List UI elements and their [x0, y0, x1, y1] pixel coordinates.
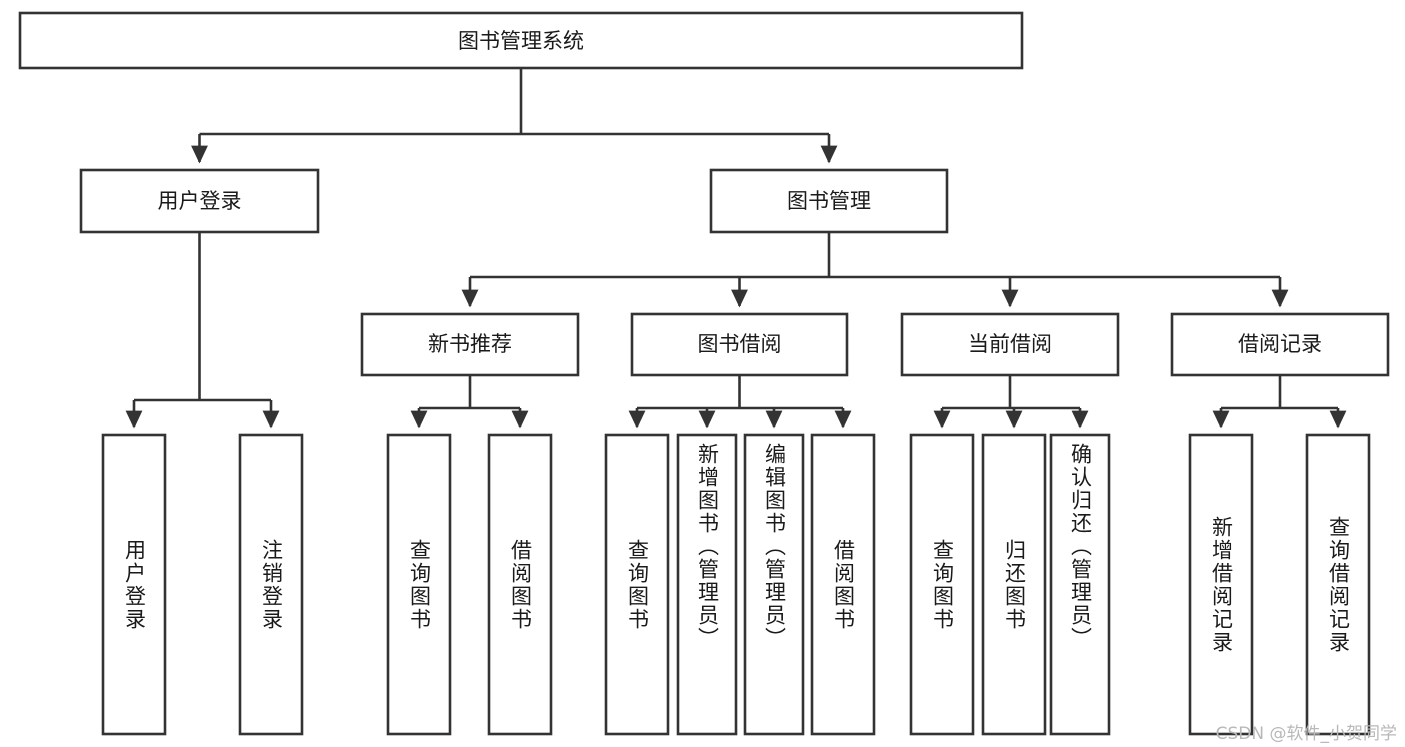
node-leaf-logout-login-box[interactable] — [238, 433, 304, 736]
leaf-box-group — [101, 433, 1371, 736]
node-leaf-add-book-admin-box[interactable] — [676, 433, 738, 736]
node-current-borrow-box[interactable] — [900, 312, 1120, 377]
node-leaf-add-borrow-record-box[interactable] — [1188, 433, 1254, 736]
node-borrow-record-box[interactable] — [1170, 312, 1390, 377]
node-root[interactable]: 图书管理系统 — [18, 11, 1024, 70]
node-leaf-borrow-book-recommend-box[interactable] — [487, 433, 553, 736]
csdn-watermark: CSDN @软件_小贺同学 — [1215, 724, 1397, 744]
node-book-manage-label: 图书管理 — [787, 189, 871, 213]
node-leaf-query-book-borrow-box[interactable] — [604, 433, 670, 736]
node-new-book-recommend-box[interactable] — [360, 312, 580, 377]
node-leaf-query-borrow-record-box[interactable] — [1305, 433, 1371, 736]
node-leaf-query-book-current-box[interactable] — [909, 433, 975, 736]
node-user-login[interactable]: 用户登录 — [79, 168, 320, 234]
node-borrow-record-label: 借阅记录 — [1238, 332, 1322, 356]
node-new-book-recommend[interactable]: 新书推荐 — [360, 312, 580, 377]
node-root-label: 图书管理系统 — [458, 29, 584, 53]
node-user-login-label: 用户登录 — [158, 189, 242, 213]
node-book-borrow-label: 图书借阅 — [698, 332, 782, 356]
node-root-box[interactable] — [18, 11, 1024, 70]
node-leaf-confirm-return-admin-box[interactable] — [1049, 433, 1111, 736]
node-leaf-borrow-book-box[interactable] — [810, 433, 876, 736]
node-leaf-user-login-box[interactable] — [101, 433, 167, 736]
node-borrow-record[interactable]: 借阅记录 — [1170, 312, 1390, 377]
node-leaf-edit-book-admin-box[interactable] — [743, 433, 805, 736]
node-book-manage[interactable]: 图书管理 — [709, 168, 949, 234]
node-book-borrow-box[interactable] — [630, 312, 849, 377]
node-book-manage-box[interactable] — [709, 168, 949, 234]
connector-group — [125, 68, 1347, 429]
node-leaf-return-book-box[interactable] — [981, 433, 1047, 736]
node-leaf-query-book-recommend-box[interactable] — [386, 433, 452, 736]
node-new-book-recommend-label: 新书推荐 — [428, 332, 512, 356]
node-current-borrow[interactable]: 当前借阅 — [900, 312, 1120, 377]
node-user-login-box[interactable] — [79, 168, 320, 234]
node-current-borrow-label: 当前借阅 — [968, 332, 1052, 356]
node-book-borrow[interactable]: 图书借阅 — [630, 312, 849, 377]
